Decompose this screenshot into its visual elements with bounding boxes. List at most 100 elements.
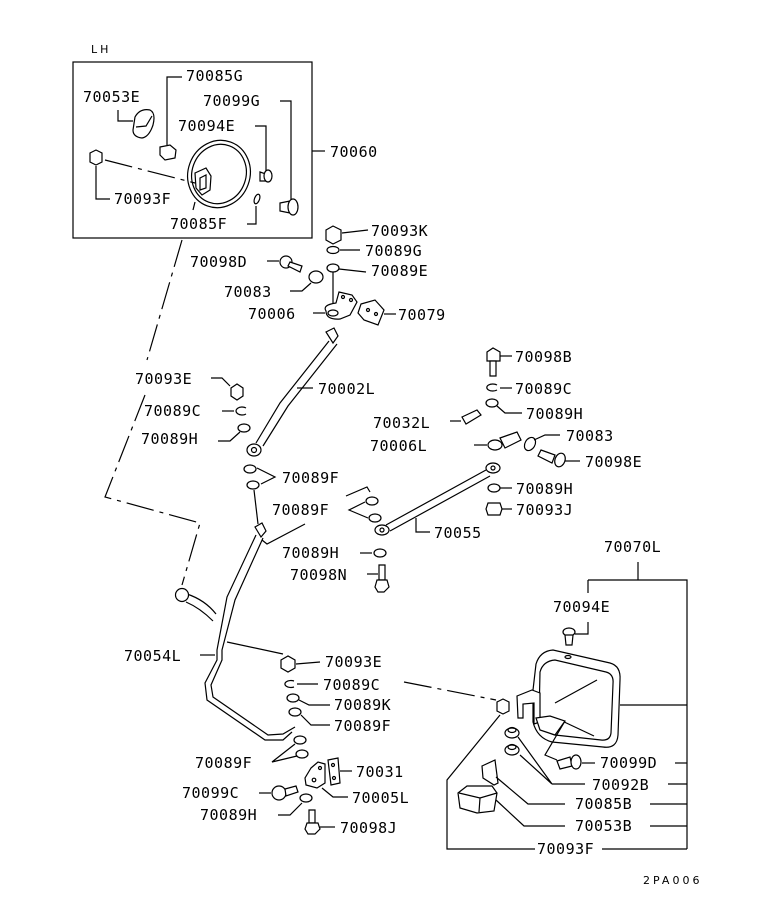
part-label-70093E[interactable]: 70093E bbox=[135, 370, 192, 388]
part-label-70093E-2[interactable]: 70093E bbox=[325, 653, 382, 671]
part-label-70089C[interactable]: 70089C bbox=[144, 402, 201, 420]
part-label-70079[interactable]: 70079 bbox=[398, 306, 446, 324]
part-label-70054L[interactable]: 70054L bbox=[124, 647, 181, 665]
part-label-70089F-d[interactable]: 70089F bbox=[195, 754, 252, 772]
bracket-part[interactable] bbox=[324, 291, 358, 320]
part-label-70089H-2[interactable]: 70089H bbox=[282, 544, 339, 562]
part-label-70060[interactable]: 70060 bbox=[330, 143, 378, 161]
clip-part[interactable] bbox=[159, 144, 177, 161]
part-label-70070L[interactable]: 70070L bbox=[604, 538, 661, 556]
part-label-70053E[interactable]: 70053E bbox=[83, 88, 140, 106]
cover-part[interactable] bbox=[132, 109, 155, 139]
part-label-70098B[interactable]: 70098B bbox=[515, 348, 572, 366]
washer-part[interactable] bbox=[288, 707, 302, 717]
stay-rod-70054L[interactable] bbox=[204, 534, 293, 741]
part-label-70092B[interactable]: 70092B bbox=[592, 776, 649, 794]
part-label-70032L[interactable]: 70032L bbox=[373, 414, 430, 432]
part-label-70089H-r2[interactable]: 70089H bbox=[516, 480, 573, 498]
part-label-70089E[interactable]: 70089E bbox=[371, 262, 428, 280]
part-label-70089F-a[interactable]: 70089F bbox=[282, 469, 339, 487]
part-label-70089H-r[interactable]: 70089H bbox=[526, 405, 583, 423]
plate-part[interactable] bbox=[461, 409, 482, 425]
part-label-70031[interactable]: 70031 bbox=[356, 763, 404, 781]
part-label-70002L[interactable]: 70002L bbox=[318, 380, 375, 398]
part-label-70099D[interactable]: 70099D bbox=[600, 754, 657, 772]
part-label-70099C[interactable]: 70099C bbox=[182, 784, 239, 802]
part-label-70093F-m[interactable]: 70093F bbox=[537, 840, 594, 858]
washer-part[interactable] bbox=[365, 496, 379, 506]
cap-part[interactable] bbox=[308, 270, 324, 284]
part-label-70094E-m[interactable]: 70094E bbox=[553, 598, 610, 616]
washer-part[interactable] bbox=[246, 480, 260, 490]
part-label-70089H-3[interactable]: 70089H bbox=[200, 806, 257, 824]
part-label-70089F-c[interactable]: 70089F bbox=[334, 717, 391, 735]
lock-washer-part[interactable] bbox=[284, 679, 295, 689]
bracket-part[interactable] bbox=[487, 439, 503, 451]
part-label-70093F[interactable]: 70093F bbox=[114, 190, 171, 208]
part-label-70093K[interactable]: 70093K bbox=[371, 222, 428, 240]
part-label-70085G[interactable]: 70085G bbox=[186, 67, 243, 85]
washer-part[interactable] bbox=[243, 464, 257, 474]
part-label-70055[interactable]: 70055 bbox=[434, 524, 482, 542]
cap-nut-part[interactable] bbox=[325, 225, 342, 245]
part-label-70006[interactable]: 70006 bbox=[248, 305, 296, 323]
bolt-part[interactable] bbox=[374, 579, 390, 593]
part-label-70099G[interactable]: 70099G bbox=[203, 92, 260, 110]
part-label-70093J[interactable]: 70093J bbox=[516, 501, 573, 519]
washer-part[interactable] bbox=[295, 749, 309, 759]
part-label-70005L[interactable]: 70005L bbox=[352, 789, 409, 807]
plate-part[interactable] bbox=[327, 757, 341, 786]
part-label-70098J[interactable]: 70098J bbox=[340, 819, 397, 837]
lock-washer-part[interactable] bbox=[235, 406, 247, 416]
stay-rod-70002L[interactable] bbox=[255, 340, 338, 447]
clip-part[interactable] bbox=[481, 759, 499, 786]
washer-part[interactable] bbox=[293, 735, 307, 745]
washer-part[interactable] bbox=[485, 398, 499, 408]
right-bracket-group: 70098B 70089C 70089H 70032L 70006L 70083… bbox=[370, 347, 642, 542]
nut-part[interactable] bbox=[496, 698, 510, 715]
stay-rod-70055[interactable] bbox=[385, 469, 491, 532]
part-label-70085B[interactable]: 70085B bbox=[575, 795, 632, 813]
part-label-70098D[interactable]: 70098D bbox=[190, 253, 247, 271]
washer-part[interactable] bbox=[286, 693, 300, 703]
bracket-part[interactable] bbox=[304, 761, 326, 789]
part-label-70089F-b[interactable]: 70089F bbox=[272, 501, 329, 519]
screw-head[interactable] bbox=[271, 785, 287, 801]
part-label-70006L[interactable]: 70006L bbox=[370, 437, 427, 455]
clip-part[interactable] bbox=[253, 193, 261, 205]
upper-bracket-group: 70093K 70089G 70089E 70098D 70083 70006 … bbox=[190, 222, 446, 326]
part-label-70085F[interactable]: 70085F bbox=[170, 215, 227, 233]
screw-part bbox=[556, 756, 573, 770]
cap-nut-part[interactable] bbox=[230, 383, 244, 401]
bolt-part[interactable] bbox=[304, 822, 321, 835]
part-label-70089C-2[interactable]: 70089C bbox=[323, 676, 380, 694]
washer-part[interactable] bbox=[326, 263, 340, 273]
part-label-70094E[interactable]: 70094E bbox=[178, 117, 235, 135]
washer-part[interactable] bbox=[237, 423, 251, 433]
bolt-head[interactable] bbox=[486, 347, 501, 362]
lock-washer-part[interactable] bbox=[486, 383, 498, 392]
bolt-part[interactable] bbox=[553, 452, 567, 469]
cap-nut-part[interactable] bbox=[280, 655, 296, 673]
nut-part[interactable] bbox=[485, 502, 503, 516]
cover-part[interactable] bbox=[457, 785, 498, 814]
part-label-70098E[interactable]: 70098E bbox=[585, 453, 642, 471]
washer-part[interactable] bbox=[326, 245, 340, 255]
nut-part[interactable] bbox=[89, 149, 103, 166]
part-label-70098N[interactable]: 70098N bbox=[290, 566, 347, 584]
cap-part[interactable] bbox=[522, 435, 538, 452]
part-label-70089K[interactable]: 70089K bbox=[334, 696, 391, 714]
washer-part[interactable] bbox=[373, 548, 387, 558]
part-label-70083-r[interactable]: 70083 bbox=[566, 427, 614, 445]
washer-part[interactable] bbox=[299, 793, 313, 803]
part-label-70089C-r[interactable]: 70089C bbox=[515, 380, 572, 398]
part-label-70089G[interactable]: 70089G bbox=[365, 242, 422, 260]
washer-part[interactable] bbox=[368, 513, 382, 523]
part-label-70083[interactable]: 70083 bbox=[224, 283, 272, 301]
part-label-70089H[interactable]: 70089H bbox=[141, 430, 198, 448]
plate-part[interactable] bbox=[357, 299, 385, 326]
part-label-70053B[interactable]: 70053B bbox=[575, 817, 632, 835]
screw-head[interactable] bbox=[570, 754, 582, 770]
bracket-hole bbox=[327, 309, 339, 317]
washer-part[interactable] bbox=[487, 483, 501, 493]
